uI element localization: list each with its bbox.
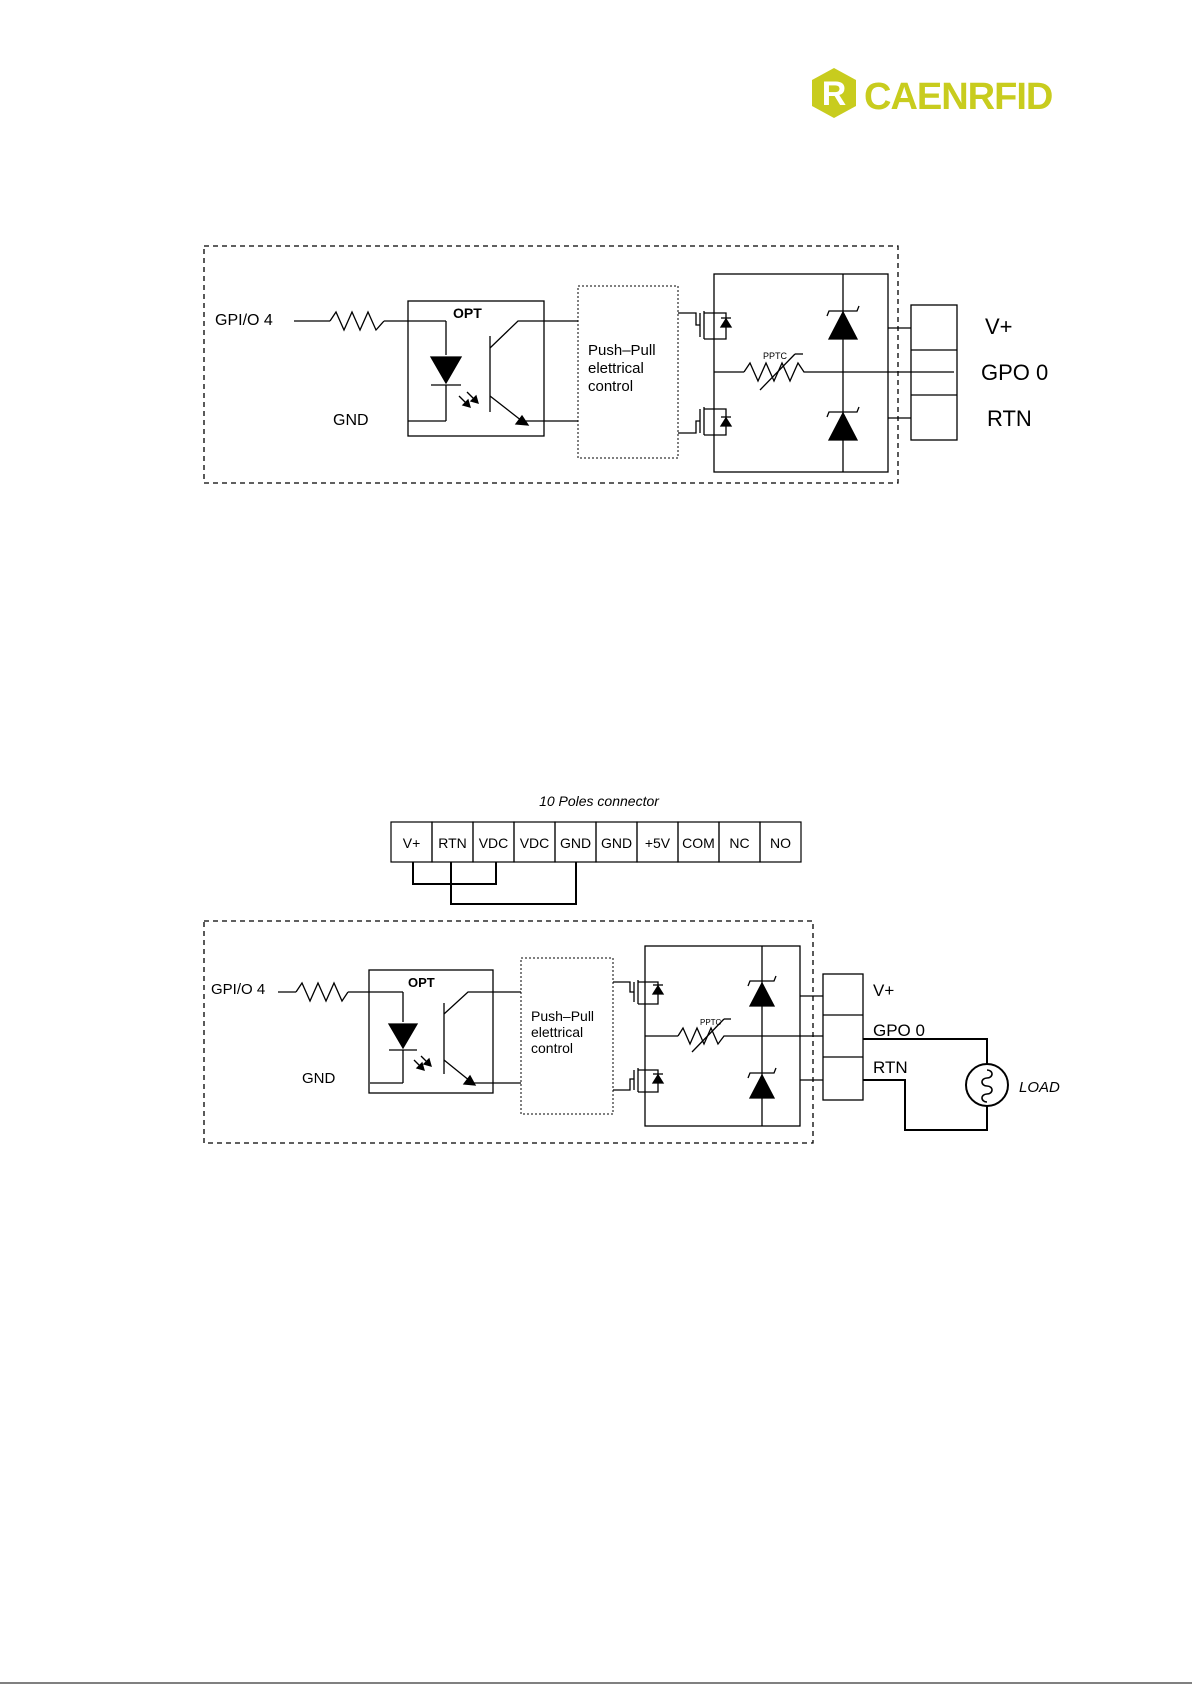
load-circuit [863,1039,1008,1130]
terminal-label-gpo: GPO 0 [981,360,1048,385]
load-label: LOAD [1019,1079,1060,1096]
connector-pin-label: NO [770,835,791,851]
pptc-resistor [678,1028,729,1044]
terminal-label-vplus: V+ [985,314,1013,339]
control-label-line-1: Push–Pull [531,1008,594,1024]
connector-pins: V+ RTN VDC VDC GND GND +5V COM NC NO [391,822,801,862]
diagram-1-labels: GPI/O 4 GND OPT Push–Pull elettrical con… [215,305,1048,431]
phototransistor-collector [490,321,578,348]
mosfet-lower-diode-icon [721,418,731,426]
connector-pin-label: GND [560,835,591,851]
terminal-label-rtn: RTN [873,1058,908,1077]
mosfet-upper-diode-icon [653,986,663,994]
input-label: GPI/O 4 [211,981,265,998]
logo-text: CAENRFID [864,76,1052,118]
mosfet-upper-diode-icon [721,319,731,327]
control-label-line-1: Push–Pull [588,342,656,359]
gnd-label: GND [333,412,369,429]
terminal-label-rtn: RTN [987,406,1032,431]
load-coil-icon [982,1070,992,1102]
control-label-line-3: control [588,378,633,395]
load-wire-rtn [863,1080,987,1130]
pptc-label: PPTC [763,351,788,361]
connector-pin-label: VDC [479,835,509,851]
control-label-line-2: elettrical [588,360,644,377]
gnd-label: GND [302,1070,336,1087]
opt-label: OPT [453,305,482,321]
gate-wire [678,313,700,325]
gate-wire [613,982,634,992]
tvs-diode-lower-icon [829,413,857,440]
output-stage-box [714,274,888,472]
led-diode-icon [389,1024,417,1048]
tvs-diode-upper-icon [750,983,774,1006]
jumper-wire [413,862,496,884]
connector-pin-label: V+ [403,835,421,851]
led-diode-icon [431,357,461,383]
diagram-1 [204,246,957,483]
pptc-resistor [744,363,808,381]
gate-wire [678,421,700,433]
caenrfid-logo: R CAENRFID [812,68,1052,118]
connector-pin-label: GND [601,835,632,851]
tvs-diode-upper-icon [829,312,857,339]
connector-pin-label: COM [682,835,715,851]
input-resistor [296,983,348,1001]
terminal-label-vplus: V+ [873,981,894,1000]
phototransistor-collector [444,992,521,1014]
input-label: GPI/O 4 [215,312,273,329]
logo-letter: R [822,75,847,113]
connector-pin-label: VDC [520,835,550,851]
phototransistor-emitter [490,396,522,421]
connector-pin-label: RTN [438,835,467,851]
connector-pin-label: +5V [645,835,671,851]
pptc-label: PPTC [700,1018,722,1027]
connector-pin-label: NC [729,835,749,851]
mosfet-lower-body [704,409,726,435]
connector-jumpers [413,862,576,904]
control-label-line-2: elettrical [531,1024,583,1040]
connector-title: 10 Poles connector [539,793,660,809]
mosfet-lower-diode-icon [653,1075,663,1083]
phototransistor-emitter [444,1060,470,1081]
tvs-diode-lower-icon [750,1075,774,1098]
control-label-line-3: control [531,1040,573,1056]
terminal-block [823,974,863,1100]
terminal-label-gpo: GPO 0 [873,1021,925,1040]
gate-wire [613,1079,634,1090]
input-resistor [330,312,384,330]
opt-label: OPT [408,975,435,990]
dashed-enclosure [204,921,813,1143]
dashed-enclosure [204,246,898,483]
